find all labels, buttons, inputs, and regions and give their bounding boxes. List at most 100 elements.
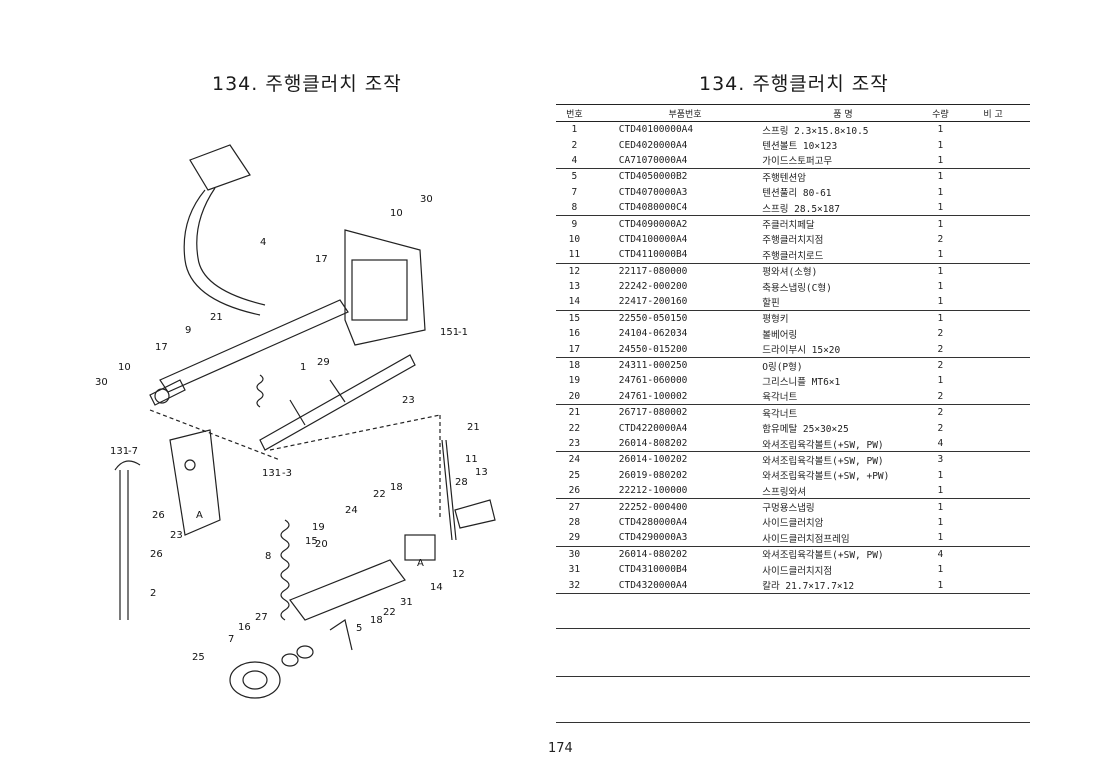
callout-14: 14 [430,582,443,593]
cell-name: 사이드클러치지점 [762,565,833,577]
page-number: 174 [548,741,573,756]
cell-remarks [956,121,1030,138]
cell-qty: 1 [937,532,944,544]
cell-qty: 1 [937,516,944,528]
callout-26: 26 [152,510,165,521]
blank-rule-3 [556,722,1030,723]
bracket-left [169,429,221,536]
table-header-row: 번호 부품번호 품 명 수량 비 고 [556,104,1030,122]
cell-qty: 4 [924,545,957,562]
cell-part-no: 26014-808202 [618,438,688,449]
cell-no: 28 [568,516,581,528]
cell-part-no: 22417-200160 [618,296,688,308]
cell-qty: 1 [937,202,944,214]
cell-name: 그리스니플 MT6×1 [762,376,841,388]
cell-no: 25 [568,469,581,481]
cell-no: 29 [568,532,581,544]
cell-no: 12 [556,262,593,279]
cell-qty: 1 [924,168,957,185]
blank-rule-1 [556,628,1030,629]
callout-5: 5 [356,623,362,634]
header-remarks: 비 고 [956,104,1030,122]
callout-19: 19 [312,522,325,533]
callout-13: 13 [475,467,488,478]
cell-no: 32 [556,577,593,594]
cell-name: 칼라 21.7×17.7×12 [752,577,925,594]
cell-remarks [956,309,1030,327]
callout-16: 16 [238,622,251,633]
callout-10-left: 10 [118,362,131,373]
cell-remarks [956,545,1030,562]
callout-23: 23 [402,395,415,406]
cell-part-no: CTD4290000A3 [618,532,688,544]
cell-remarks [956,530,1030,546]
cell-name: 스프링 28.5×187 [762,203,840,215]
cell-remarks [956,341,1030,357]
cell-remarks [956,562,1030,577]
callout-17-left: 17 [155,342,168,353]
cell-name: 텐션볼트 10×123 [762,141,838,153]
cell-no: 23 [568,438,581,449]
cell-remarks [956,168,1030,185]
page-title-left: 134. 주행클러치 조작 [212,73,402,95]
cell-name: 텐션풀리 80-61 [762,188,832,200]
cell-remarks [956,137,1030,152]
cell-name: 축용스냅링(C형) [762,282,832,294]
cell-name: 와셔조립육각볼트(+SW, PW) [762,439,884,451]
cell-qty: 2 [937,328,944,340]
callout-A-right: A [417,558,424,569]
callout-131-3: 131 [262,468,281,479]
callout-21: 21 [210,312,223,323]
cell-remarks [956,389,1030,405]
callout-151: 151 [440,327,459,338]
callout-131-3-suffix: -3 [282,468,292,479]
cell-remarks [956,468,1030,483]
cell-name: 스프링 2.3×15.8×10.5 [752,121,925,138]
cell-name: 드라이부시 15×20 [762,345,841,357]
exploded-parts-diagram: 30 10 4 17 151 -1 21 9 17 10 30 1 29 23 … [95,144,496,699]
cell-no: 4 [571,154,578,166]
cell-part-no: CED4020000A4 [618,139,688,151]
cell-remarks [956,326,1030,341]
cell-qty: 1 [937,154,944,166]
cell-remarks [956,515,1030,530]
callout-28: 28 [455,477,468,488]
bracket-right [344,229,426,346]
cell-qty: 3 [924,451,957,468]
cell-no: 16 [568,328,581,340]
cell-part-no: CTD4320000A4 [592,577,753,594]
cell-no: 19 [568,375,581,387]
cell-qty: 1 [937,296,944,308]
cell-no: 17 [568,343,581,355]
header-no: 번호 [556,104,593,122]
cell-qty: 1 [924,577,957,594]
clutch-frame [259,354,416,451]
callout-23-left: 23 [170,530,183,541]
cell-part-no: CTD4280000A4 [618,516,688,528]
cell-no: 8 [571,202,578,214]
header-part-no: 부품번호 [592,104,753,122]
cell-remarks [956,262,1030,279]
cell-remarks [956,294,1030,310]
cell-qty: 1 [924,121,957,138]
cell-part-no: CTD4220000A4 [618,422,688,434]
cell-remarks [956,185,1030,200]
header-name: 품 명 [752,104,925,122]
cell-qty: 2 [924,356,957,374]
cell-part-no: 26014-100202 [592,451,753,468]
